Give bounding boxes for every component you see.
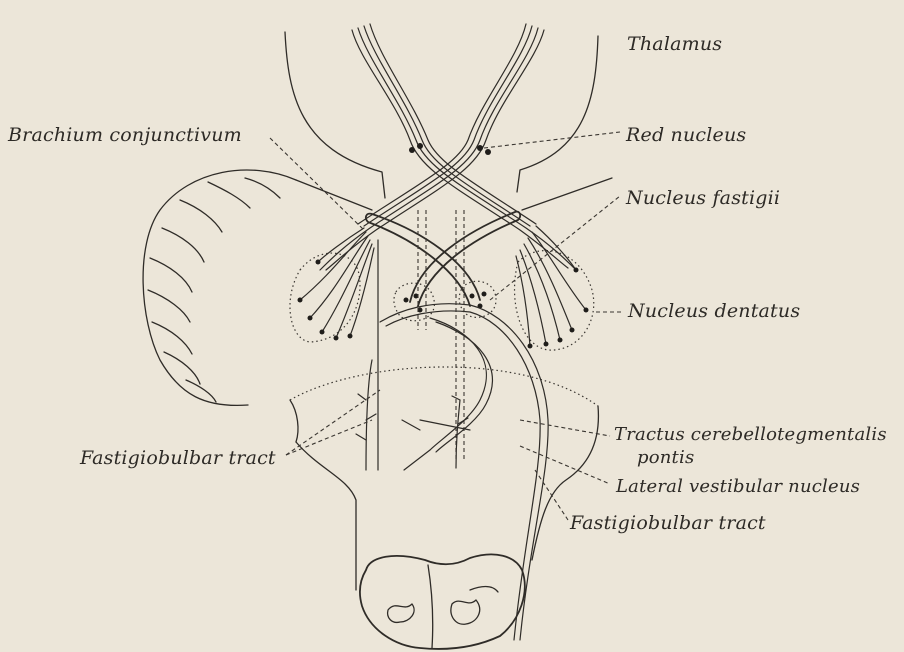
label-tractus-pontis: pontis bbox=[637, 447, 694, 468]
dentate-fan-right bbox=[516, 226, 586, 346]
brachium-fibers bbox=[320, 24, 574, 270]
label-nucleus-fastigii: Nucleus fastigii bbox=[626, 187, 780, 209]
label-tractus-cerebellotegmentalis: Tractus cerebellotegmentalis bbox=[614, 424, 887, 445]
label-red-nucleus: Red nucleus bbox=[626, 124, 746, 146]
thalamus-outline bbox=[285, 32, 598, 198]
dentate-fan-left bbox=[300, 228, 374, 338]
brainstem-outline bbox=[290, 178, 612, 590]
label-thalamus: Thalamus bbox=[627, 33, 722, 55]
medulla-section bbox=[360, 554, 525, 649]
label-fastigiobulbar-tract-right: Fastigiobulbar tract bbox=[570, 512, 766, 534]
label-lateral-vestibular-nucleus: Lateral vestibular nucleus bbox=[616, 476, 860, 497]
label-brachium-conjunctivum: Brachium conjunctivum bbox=[8, 124, 242, 146]
label-fastigiobulbar-tract-left: Fastigiobulbar tract bbox=[80, 447, 276, 469]
dotted-boundaries bbox=[290, 251, 598, 406]
label-nucleus-dentatus: Nucleus dentatus bbox=[628, 300, 800, 322]
cerebellar-hemisphere bbox=[143, 170, 296, 405]
